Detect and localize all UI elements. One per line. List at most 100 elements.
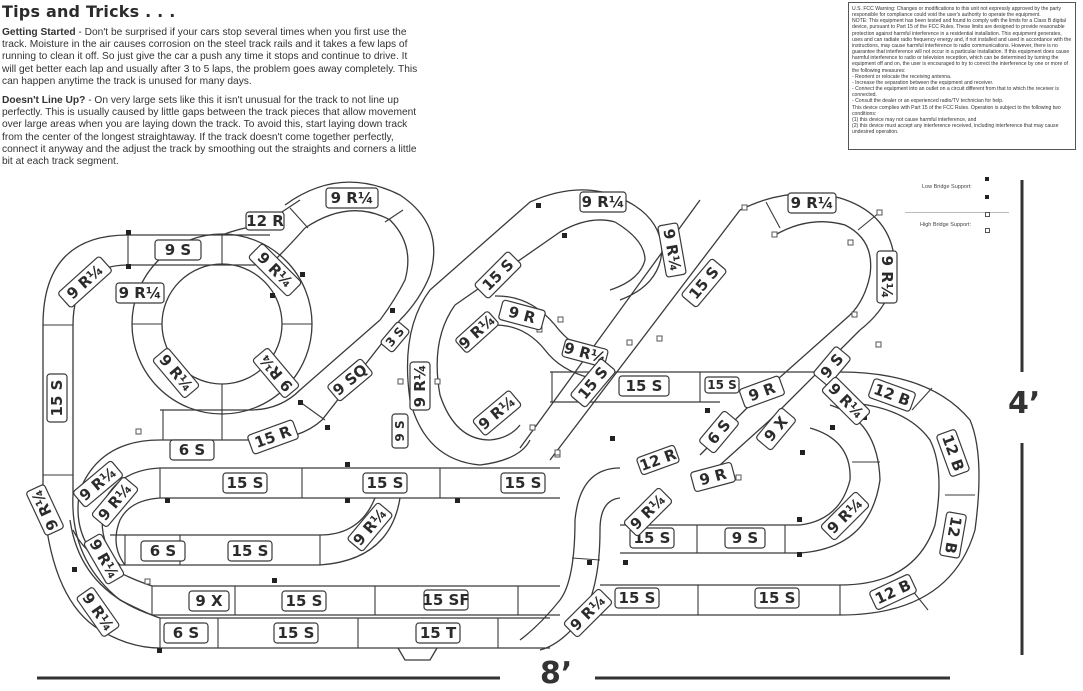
piece-label: 9 R¼ xyxy=(657,222,687,278)
piece-labels: 9 R¼ 12 R 9 S 9 R¼ 9 R¼ 9 R¼ 15 S 9 R¼ 9… xyxy=(26,187,970,644)
piece-label-text: 12 R xyxy=(637,445,679,475)
piece-label: 6 S xyxy=(169,439,215,461)
piece-label: 15 S xyxy=(222,472,268,494)
piece-label: 15 T xyxy=(415,622,461,644)
width-dimension-label: 8’ xyxy=(540,656,573,691)
piece-label: 9 R¼ xyxy=(563,588,613,638)
piece-label: 15 S xyxy=(46,373,68,423)
piece-label: 12 B xyxy=(936,429,970,477)
piece-label-text: 15 S xyxy=(227,474,264,492)
piece-label-text: 9 R¼ xyxy=(824,495,867,538)
piece-label: 9 R¼ xyxy=(472,390,522,436)
piece-label: 9 R¼ xyxy=(820,491,870,541)
piece-label: 9 R¼ xyxy=(152,348,200,398)
fcc-line: U.S. FCC Warning: Changes or modificatio… xyxy=(852,6,1062,19)
piece-label: 9 R¼ xyxy=(115,282,165,304)
fcc-line: (1) this device may not cause harmful in… xyxy=(852,116,977,123)
piece-label-text: 15 S xyxy=(367,474,404,492)
piece-label-text: 15 SF xyxy=(422,591,469,609)
piece-label-text: 9 R¼ xyxy=(627,491,670,534)
piece-label: 9 R¼ xyxy=(58,256,112,308)
piece-label-text: 6 S xyxy=(179,441,205,459)
legend-divider xyxy=(905,212,1009,213)
fcc-line: - Reorient or relocate the receiving ant… xyxy=(852,73,952,80)
piece-label-text: 6 S xyxy=(173,624,199,642)
piece-label: 9 S xyxy=(391,413,409,449)
piece-label-text: 6 S xyxy=(150,542,176,560)
tips-section: Tips and Tricks . . . Getting Started - … xyxy=(2,2,422,175)
piece-label: 9 R¼ xyxy=(325,187,379,209)
piece-label-text: 12 B xyxy=(941,515,965,555)
piece-label-text: 15 S xyxy=(759,589,796,607)
piece-label: 15 S xyxy=(273,622,319,644)
piece-label: 9 R¼ xyxy=(26,484,64,536)
piece-label: 12 B xyxy=(939,511,967,559)
piece-label: 9 X xyxy=(756,407,796,451)
piece-label: 9 R¼ xyxy=(252,348,300,398)
fcc-line: This device complies with Part 15 of the… xyxy=(852,104,1061,117)
piece-label: 15 S xyxy=(474,251,522,299)
low-support-icon xyxy=(985,177,989,181)
piece-label: 9 R¼ xyxy=(787,192,837,214)
fcc-line: - Consult the dealer or an experienced r… xyxy=(852,98,1004,105)
tips-title: Tips and Tricks . . . xyxy=(2,2,176,21)
piece-label-text: 15 S xyxy=(505,474,542,492)
fcc-line: NOTE: This equipment has been tested and… xyxy=(852,18,1072,74)
piece-label: 15 S xyxy=(500,472,546,494)
tip-text: - On very large sets like this it isn't … xyxy=(2,95,417,168)
height-dimension-label: 4’ xyxy=(1008,386,1041,421)
tip-line-up: Doesn't Line Up? - On very large sets li… xyxy=(2,95,422,168)
piece-label: 15 R xyxy=(247,419,299,455)
tip-getting-started: Getting Started - Don't be surprised if … xyxy=(2,27,422,88)
piece-label-text: 9 R¼ xyxy=(791,194,834,212)
piece-label: 9 R xyxy=(739,375,785,409)
piece-label-text: 9 S xyxy=(393,420,407,441)
piece-label: 15 S xyxy=(618,375,670,397)
piece-label-text: 9 R¼ xyxy=(28,487,62,533)
piece-label-text: 9 R¼ xyxy=(825,380,868,423)
piece-label-text: 9 R¼ xyxy=(455,311,499,353)
piece-label-text: 15 S xyxy=(619,589,656,607)
piece-label-text: 9 X xyxy=(195,592,223,610)
fcc-warning-box: U.S. FCC Warning: Changes or modificatio… xyxy=(848,2,1076,150)
piece-label: 9 R¼ xyxy=(347,502,393,552)
piece-label: 3 S xyxy=(380,321,410,353)
low-support-icon xyxy=(985,195,989,199)
piece-label-text: 15 S xyxy=(48,380,66,417)
high-support-icon xyxy=(985,228,990,233)
piece-label: 9 R¼ xyxy=(83,533,125,585)
piece-label: 15 S xyxy=(614,587,660,609)
tip-text: - Don't be surprised if your cars stop s… xyxy=(2,27,418,87)
piece-label: 15 S xyxy=(681,258,727,308)
piece-label: 9 S xyxy=(724,527,766,549)
piece-label-text: 15 S xyxy=(278,624,315,642)
piece-label: 9 R xyxy=(690,461,736,493)
piece-label-text: 9 R xyxy=(698,465,729,490)
piece-label-text: 15 T xyxy=(420,624,457,642)
piece-label-text: 9 S xyxy=(732,529,758,547)
piece-label: 9 R¼ xyxy=(579,191,627,213)
low-bridge-label: Low Bridge Support: xyxy=(922,184,972,190)
piece-label: 9 S xyxy=(154,239,202,261)
piece-label: 9 R¼ xyxy=(455,311,499,353)
fcc-line: - Increase the separation between the eq… xyxy=(852,79,994,86)
piece-label-text: 9 R¼ xyxy=(582,193,625,211)
piece-label-text: 9 S xyxy=(165,241,191,259)
piece-label-text: 9 R¼ xyxy=(119,284,162,302)
piece-label-text: 9 R¼ xyxy=(659,227,684,272)
piece-label-text: 9 R¼ xyxy=(254,249,297,292)
piece-label: 9 R¼ xyxy=(409,361,431,411)
piece-label: 6 S xyxy=(163,622,209,644)
piece-label: 9 SQ xyxy=(327,358,373,402)
piece-label-text: 9 R¼ xyxy=(86,536,123,582)
piece-label: 12 B xyxy=(869,574,917,610)
piece-label-text: 15 S xyxy=(232,542,269,560)
piece-label-text: 9 R¼ xyxy=(567,592,610,635)
piece-label: 12 R xyxy=(636,444,680,476)
piece-label: 9 X xyxy=(188,590,230,612)
high-bridge-label: High Bridge Support: xyxy=(920,222,972,228)
bridge-supports xyxy=(72,203,883,653)
piece-label-text: 9 R¼ xyxy=(331,189,374,207)
tip-heading: Getting Started xyxy=(2,27,76,38)
